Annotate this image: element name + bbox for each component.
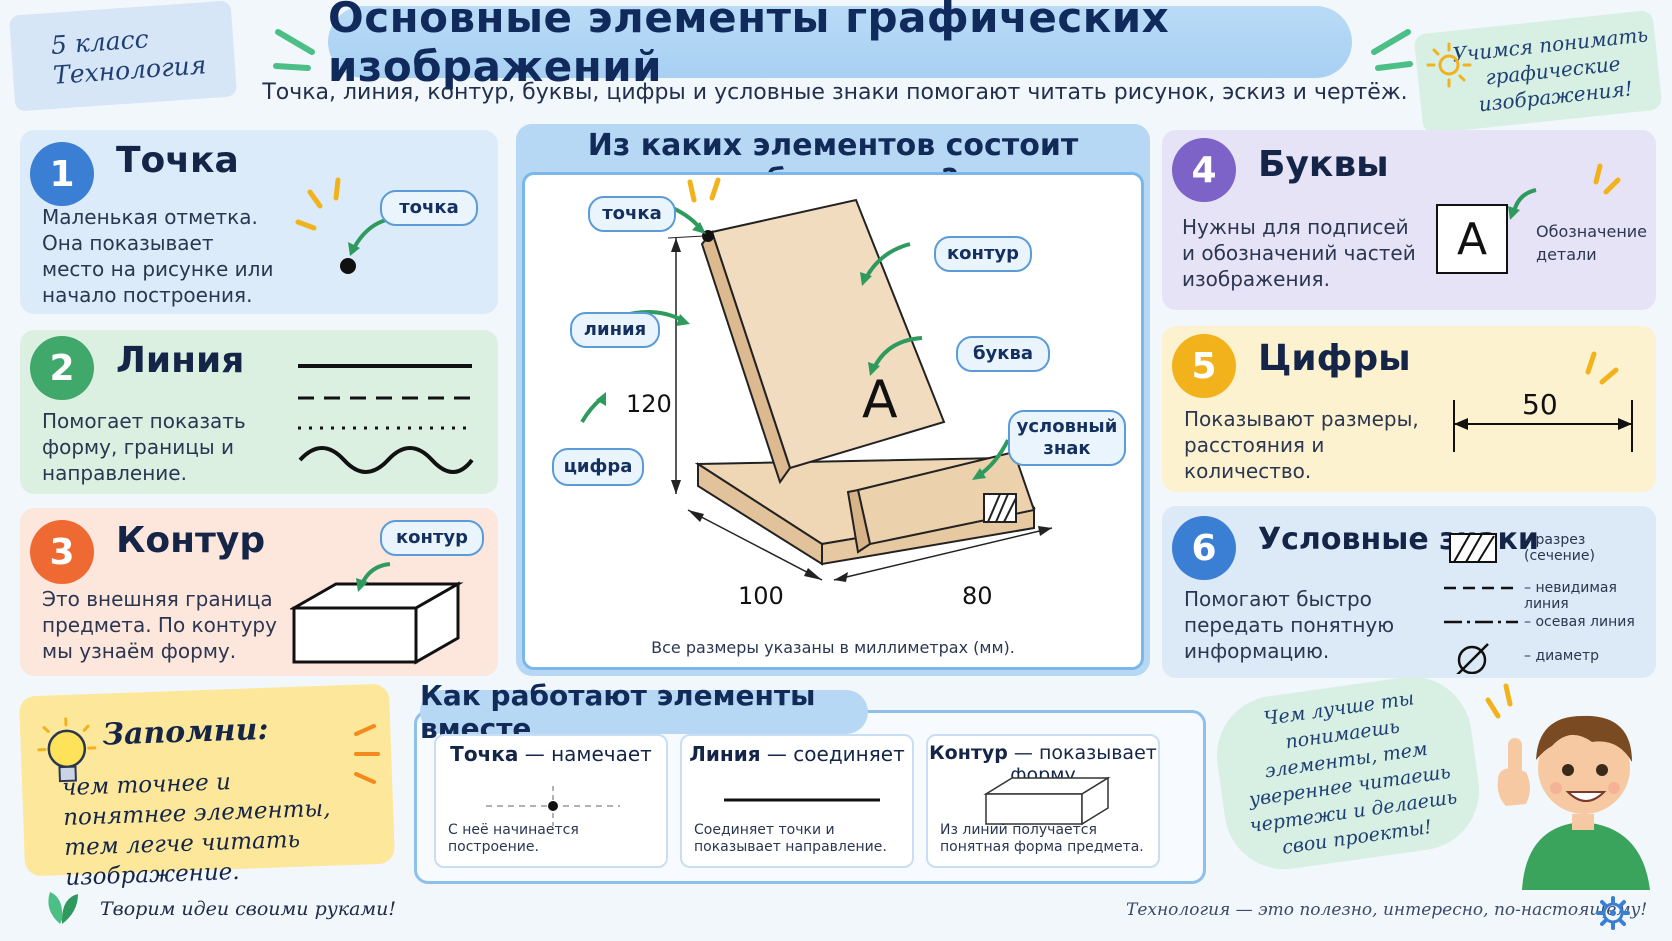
together-item-point: Точка — намечает С неё начинается постро… xyxy=(434,734,668,868)
card-number: 5 xyxy=(1172,334,1236,398)
card-text: Это внешняя граница предмета. По контуру… xyxy=(42,587,277,663)
card-title: Линия xyxy=(116,340,245,381)
point-label: точка xyxy=(380,190,478,226)
center-label-contour: контур xyxy=(934,236,1032,272)
speech-bubble: Чем лучше ты понимаешь элементы, тем уве… xyxy=(1209,669,1487,877)
center-note: Все размеры указаны в миллиметрах (мм). xyxy=(651,638,1015,657)
dimension-value: 50 xyxy=(1522,388,1558,421)
card-contour: 3 Контур Это внешняя граница предмета. П… xyxy=(20,508,498,676)
center-label-symbol: условный знак xyxy=(1008,410,1126,466)
motto-text: Учимся понимать графические изображения! xyxy=(1451,22,1650,117)
card-number: 2 xyxy=(30,336,94,400)
together-item-name: Контур xyxy=(929,742,1008,764)
card-number: 3 xyxy=(30,520,94,584)
remember-note: Запомни: чем точнее и понятнее элементы,… xyxy=(18,683,396,891)
footer-left: Творим идеи своими руками! xyxy=(100,898,397,920)
together-item-heading: Точка — намечает xyxy=(436,742,666,766)
gear-icon xyxy=(1596,896,1630,930)
contour-block-icon xyxy=(983,776,1111,826)
page-title: Основные элементы графических изображени… xyxy=(328,0,1352,91)
together-item-text: Соединяет точки и показывает направление… xyxy=(694,822,887,855)
card-line: 2 Линия Помогает показать форму, границы… xyxy=(20,330,498,494)
card-symbols: 6 Условные знаки Помогают быстро передат… xyxy=(1162,506,1656,678)
sun-icon xyxy=(1426,42,1472,88)
card-text: Маленькая отметка. Она показывает место … xyxy=(42,205,274,307)
legend-section: – разрез (сечение) xyxy=(1524,532,1595,564)
speech-text: Чем лучше ты понимаешь элементы, тем уве… xyxy=(1247,687,1459,859)
card-point: 1 Точка Маленькая отметка. Она показывае… xyxy=(20,130,498,314)
letter-label: Обозначение детали xyxy=(1536,222,1648,264)
point-illustration-icon xyxy=(295,177,387,274)
together-item-text: С неё начинается построение. xyxy=(448,822,579,855)
together-title: Как работают элементы вместе xyxy=(420,679,868,745)
symbols-legend-icon xyxy=(1444,533,1518,674)
contour-label: контур xyxy=(380,520,484,556)
grade-tag: 5 класс Технология xyxy=(8,0,238,112)
card-text: Помогают быстро передать понятную информ… xyxy=(1184,587,1395,663)
dimension-line-icon xyxy=(1453,351,1633,452)
remember-title: Запомни: xyxy=(101,711,270,753)
contour-box-icon xyxy=(290,562,464,665)
dim-height: 120 xyxy=(626,390,672,418)
remember-text: чем точнее и понятнее элементы, тем легч… xyxy=(61,769,331,891)
center-label-line: линия xyxy=(570,312,660,348)
card-text: Помогает показать форму, границы и напра… xyxy=(42,409,246,485)
sparkle-left-icon xyxy=(273,29,315,71)
together-item-verb: — намечает xyxy=(518,742,652,766)
card-number: 4 xyxy=(1172,138,1236,202)
page-subtitle: Точка, линия, контур, буквы, цифры и усл… xyxy=(262,80,1408,105)
lightbulb-icon xyxy=(37,717,97,783)
card-text: Нужны для подписей и обозначений частей … xyxy=(1182,215,1416,291)
legend-axis-line: – осевая линия xyxy=(1524,614,1635,630)
together-item-contour: Контур — показывает форму Из линий получ… xyxy=(926,734,1160,868)
dim-depth: 80 xyxy=(962,582,993,610)
together-item-line: Линия — соединяет Соединяет точки и пока… xyxy=(680,734,914,868)
center-label-point: точка xyxy=(588,196,676,232)
line-types-icon xyxy=(298,364,474,474)
card-title: Контур xyxy=(116,520,266,561)
footer-right: Технология — это полезно, интересно, по-… xyxy=(1126,900,1648,920)
center-label-digit: цифра xyxy=(552,448,644,486)
letter-box: А xyxy=(1436,204,1508,274)
card-title: Буквы xyxy=(1258,144,1389,185)
phone-stand-drawing xyxy=(580,177,1053,582)
together-item-name: Линия xyxy=(689,742,761,766)
point-cross-icon xyxy=(486,786,620,826)
card-title: Точка xyxy=(116,140,239,181)
together-item-verb: — соединяет xyxy=(760,742,905,766)
card-letters: 4 Буквы Нужны для подписей и обозначений… xyxy=(1162,130,1656,310)
remember-rays-icon xyxy=(354,724,380,784)
together-item-name: Точка xyxy=(450,742,519,766)
card-number: 6 xyxy=(1172,516,1236,580)
together-item-text: Из линий получается понятная форма предм… xyxy=(940,822,1144,855)
card-text: Показывают размеры, расстояния и количес… xyxy=(1184,407,1419,483)
card-number: 1 xyxy=(30,142,94,206)
boy-mascot-icon xyxy=(1485,683,1650,890)
letter-arrow-icon xyxy=(1508,163,1621,220)
card-title: Цифры xyxy=(1258,338,1411,379)
card-digits: 5 Цифры Показывают размеры, расстояния и… xyxy=(1162,326,1656,492)
legend-diameter: – диаметр xyxy=(1524,648,1600,664)
leaf-icon xyxy=(48,892,78,924)
sparkle-right-icon xyxy=(1371,29,1413,71)
center-label-letter: буква xyxy=(956,336,1050,372)
solid-line-icon xyxy=(724,798,880,802)
together-item-heading: Линия — соединяет xyxy=(682,742,912,766)
legend-hidden-line: – невидимая линия xyxy=(1524,580,1617,612)
together-item-heading: Контур — показывает форму xyxy=(928,742,1158,786)
drawing-letter: А xyxy=(862,370,898,430)
dim-width: 100 xyxy=(738,582,784,610)
